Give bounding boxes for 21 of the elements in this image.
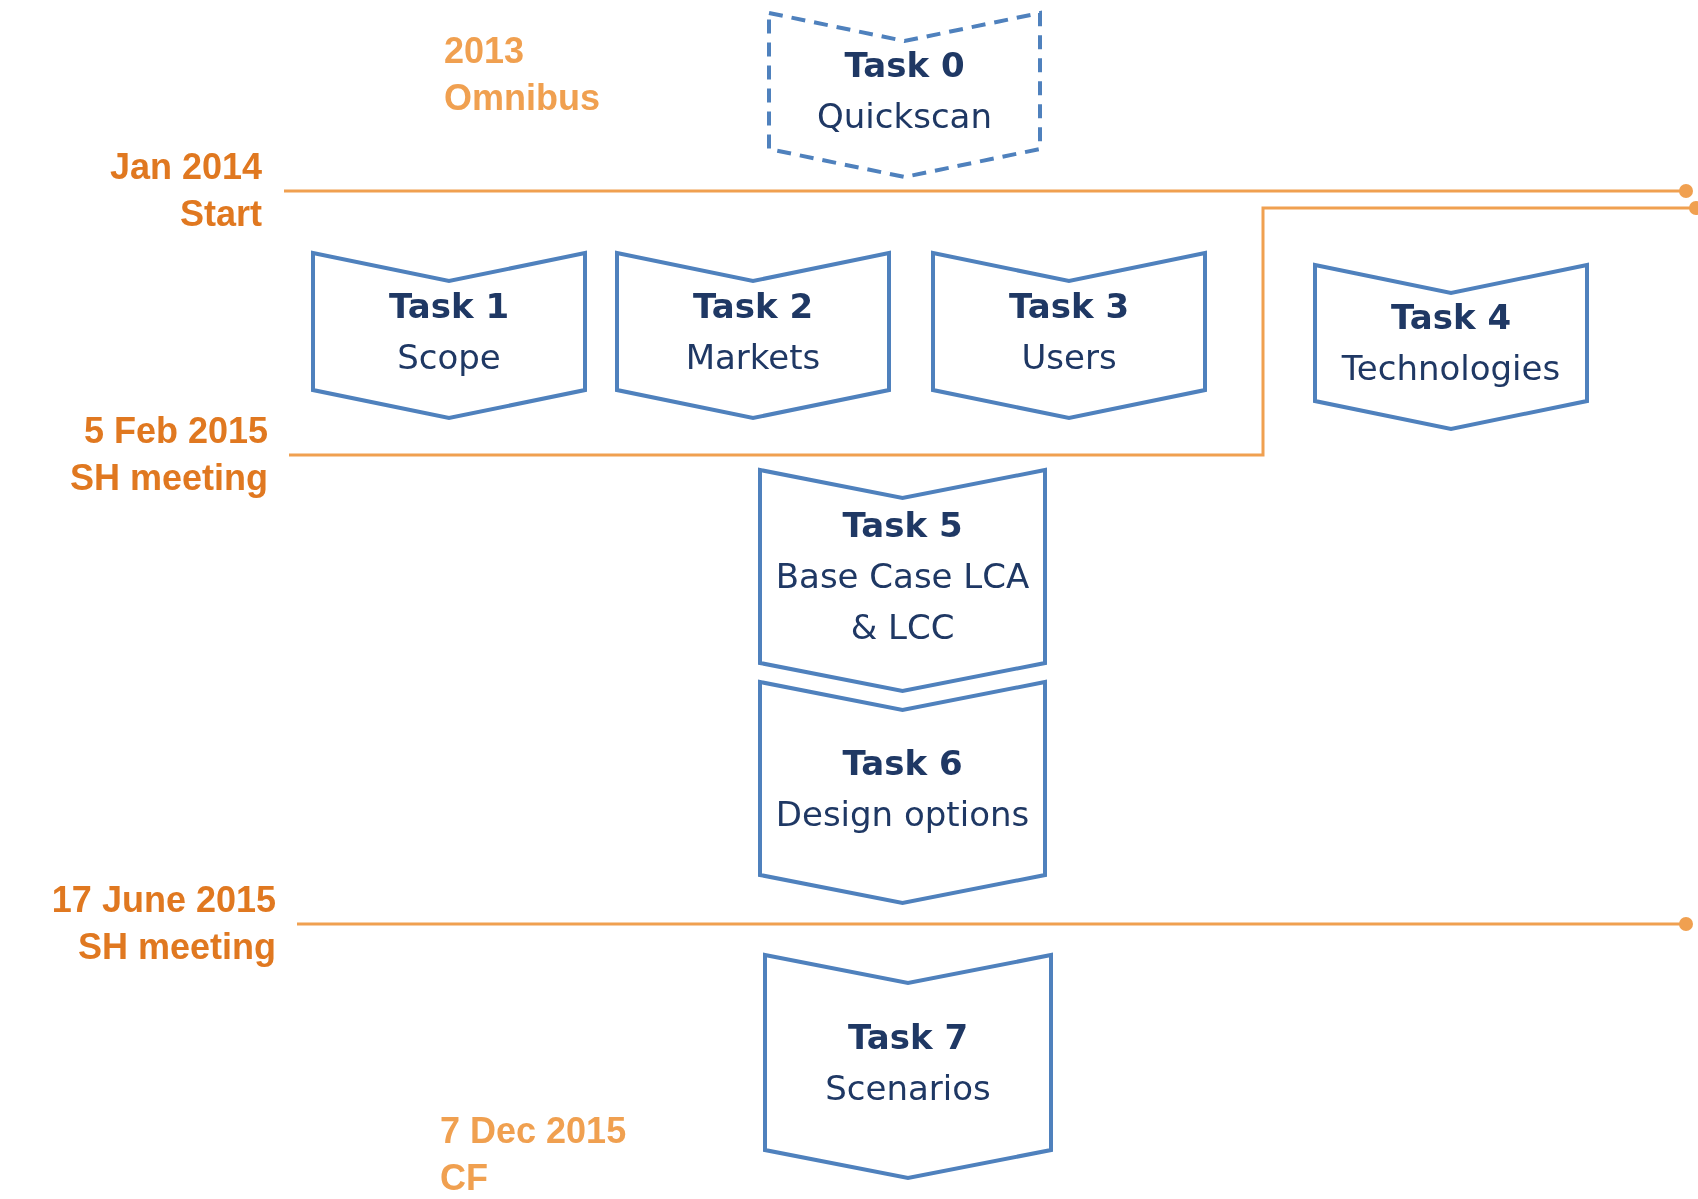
task-name: Markets [685,335,821,379]
milestone-label: 7 Dec 2015 CF [440,1109,628,1199]
task-heading: Task 2 [692,284,814,328]
task-name: Quickscan [817,95,992,138]
task-heading: Task 1 [388,284,510,328]
task-heading: Task 0 [844,44,965,87]
task-name: Base Case LCA & LCC [774,555,1031,649]
task-heading: Task 7 [847,1015,969,1059]
task-heading: Task 5 [842,504,963,547]
task-heading: Task 6 [842,741,963,785]
task-heading: Task 3 [1008,284,1130,328]
task-name: Users [1021,335,1117,379]
task-name: Scenarios [825,1066,991,1110]
task-name: Scope [397,335,501,379]
task-name: Technologies [1341,347,1561,390]
milestone-label: 17 June 2015 SH meeting [50,878,276,969]
task-heading: Task 4 [1390,296,1512,339]
milestone-label: 2013 Omnibus [444,29,601,120]
milestone-label: 5 Feb 2015 SH meeting [68,409,268,500]
milestone-label: Jan 2014 Start [108,145,262,236]
task-name: Design options [775,792,1030,836]
